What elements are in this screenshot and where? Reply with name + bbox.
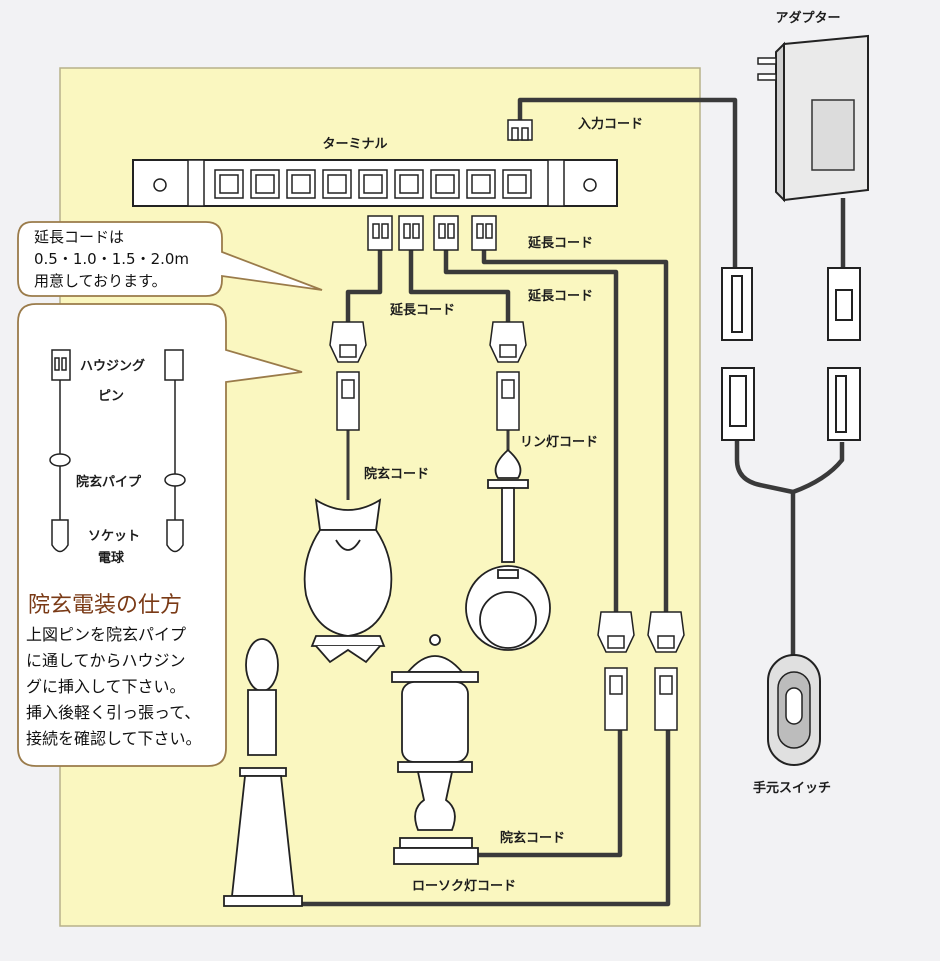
- terminal-sockets: [214, 169, 532, 199]
- ingen-cord-label-bottom: 院玄コード: [500, 830, 565, 846]
- input-cord-label: 入力コード: [578, 116, 643, 132]
- instructions-line-2: に通してからハウジン: [26, 651, 186, 670]
- rin-lamp-connector: [489, 321, 527, 431]
- adapter-connectors: [721, 267, 861, 441]
- instructions-line-3: グに挿入して下さい。: [26, 677, 186, 696]
- legend-socket-label: ソケット: [88, 529, 140, 544]
- ext-cord-label-1: 延長コード: [527, 235, 593, 251]
- ext-cord-label-2: 延長コード: [527, 288, 593, 304]
- legend-bulb-label: 電球: [98, 550, 125, 566]
- callout-ext-line3: 用意しております。: [34, 272, 167, 290]
- instructions-title: 院玄電装の仕方: [28, 593, 182, 618]
- ext-cord-line-4: [481, 250, 669, 612]
- callout-ext-line1: 延長コードは: [34, 228, 124, 246]
- rin-lamp-icon: [465, 448, 551, 651]
- ingen-lamp-connector: [329, 321, 367, 431]
- ingen-cord-label-top: 院玄コード: [364, 466, 429, 482]
- adapter-label: アダプター: [775, 10, 840, 26]
- switch-cable: [734, 440, 845, 655]
- legend-callout: [17, 303, 303, 767]
- ext-cord-label-3: 延長コード: [389, 302, 455, 318]
- ext-cord-line-2: [408, 250, 511, 322]
- legend-housing-label: ハウジング: [80, 358, 145, 374]
- ext-cord-line-1: [345, 250, 383, 322]
- adapter-icon: [757, 34, 869, 203]
- extension-callout: [17, 221, 323, 297]
- instructions-line-5: 接続を確認して下さい。: [26, 729, 202, 748]
- terminal-block: [132, 159, 618, 207]
- legend-pin-label: ピン: [98, 389, 124, 404]
- input-plug-icon: [507, 119, 533, 141]
- rin-cord-label: リン灯コード: [520, 434, 598, 450]
- ingen-cord-line-bottom: [472, 730, 623, 858]
- callout-ext-line2: 0.5・1.0・1.5・2.0m: [34, 250, 189, 268]
- terminal-label: ターミナル: [322, 137, 387, 152]
- hand-switch-label: 手元スイッチ: [753, 780, 831, 796]
- ext-cord-line-3: [443, 250, 619, 612]
- cords: [302, 97, 846, 907]
- lower-connectors: [597, 611, 685, 731]
- terminal-output-plugs: [367, 215, 497, 251]
- legend-parts-icon: [49, 349, 186, 553]
- candle-cord-line: [302, 730, 671, 907]
- instructions-line-4: 挿入後軽く引っ張って、: [26, 703, 200, 722]
- hand-switch-icon: [767, 654, 821, 766]
- legend-pipe-label: 院玄パイプ: [76, 474, 142, 490]
- candle-icon: [223, 638, 303, 907]
- candle-cord-label: ローソク灯コード: [412, 878, 516, 894]
- ingen-lamp-icon: [303, 498, 393, 664]
- lantern-icon: [391, 634, 479, 865]
- input-cord-line: [517, 97, 738, 268]
- instructions-line-1: 上図ピンを院玄パイプ: [26, 625, 186, 644]
